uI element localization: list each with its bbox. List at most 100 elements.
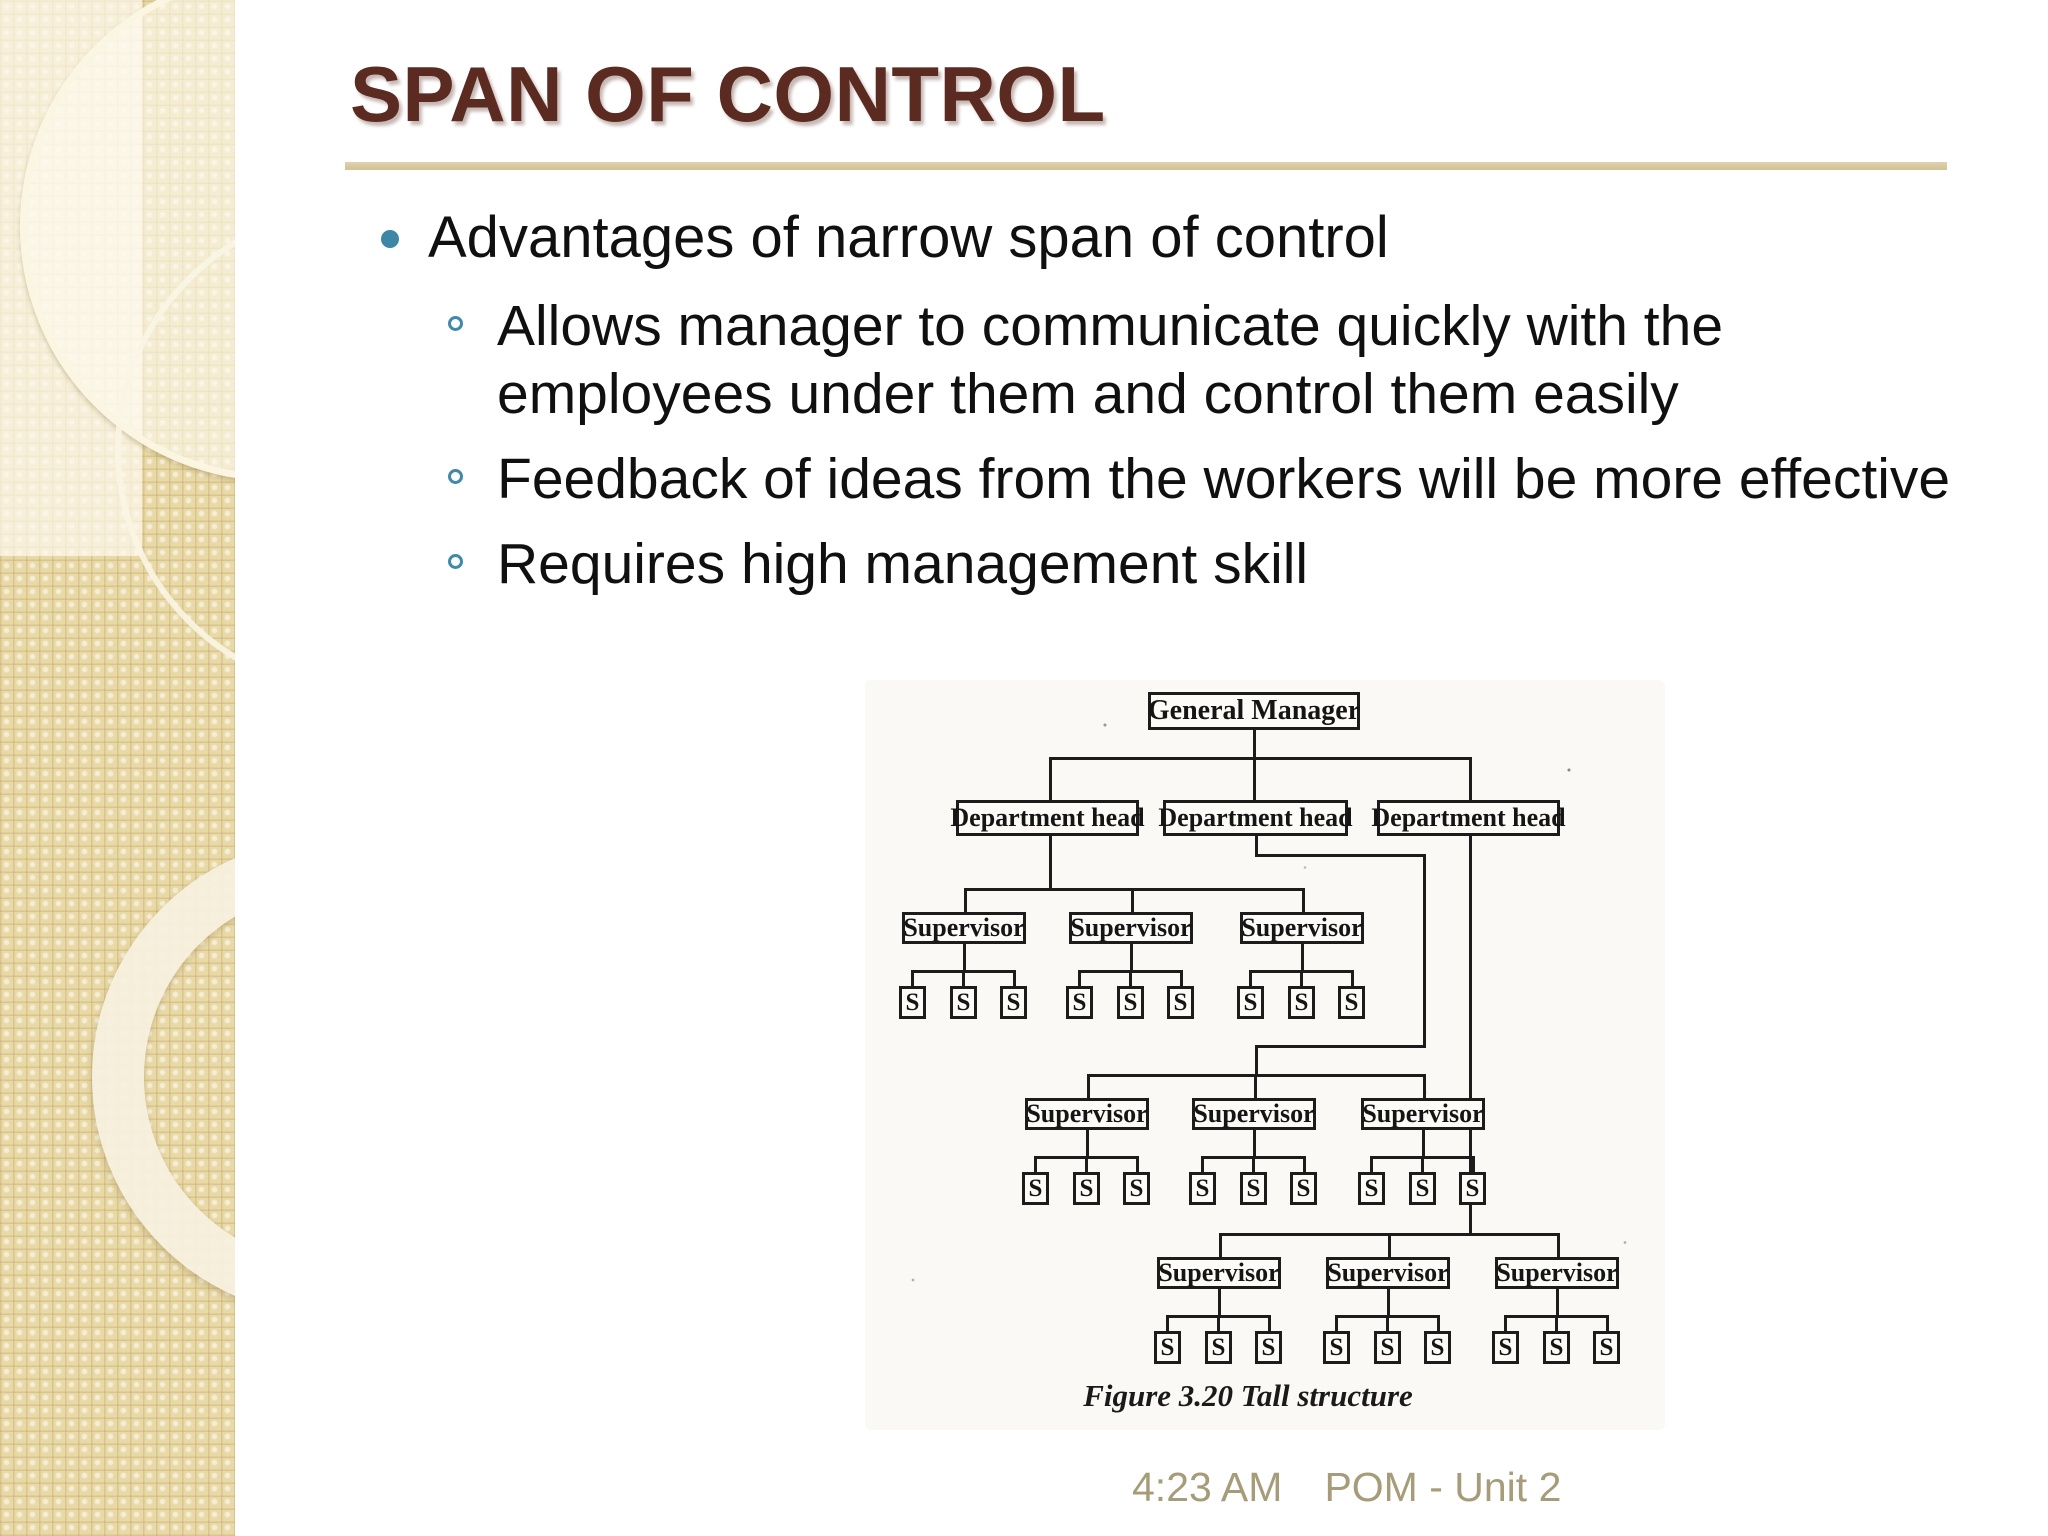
bullet-dot-icon: [381, 230, 399, 248]
org-chart-connector: [1078, 970, 1081, 986]
org-chart-connector: [1249, 970, 1252, 986]
org-chart-connector: [1049, 836, 1052, 888]
org-chart-connector: [1386, 1315, 1389, 1331]
org-chart-connector: [963, 944, 966, 970]
org-chart-connector: [1034, 1156, 1037, 1172]
org-chart-connector: [1556, 1289, 1559, 1315]
subordinate-box: S: [950, 986, 977, 1019]
org-chart-connector: [1370, 1156, 1373, 1172]
dept-head-box: Department head: [950, 800, 1145, 836]
org-chart-connector: [1255, 1045, 1258, 1074]
subordinate-box: S: [899, 986, 926, 1019]
supervisor-box: Supervisor: [902, 912, 1026, 944]
org-chart-connector: [1423, 1074, 1426, 1098]
footer-time: 4:23 AM: [1132, 1464, 1283, 1510]
bullet-list: Advantages of narrow span of control All…: [345, 206, 2045, 615]
org-chart-connector: [1557, 1233, 1560, 1257]
subordinate-box: S: [1288, 986, 1315, 1019]
org-chart-connector: [1255, 1045, 1426, 1048]
sidebar-decoration: [0, 0, 235, 1536]
subordinate-box: S: [1073, 1172, 1100, 1205]
org-chart-connector: [964, 888, 1305, 891]
org-chart-connector: [1130, 944, 1133, 970]
slide-title: SPAN OF CONTROL: [350, 50, 1106, 138]
org-chart-connector: [1472, 1156, 1475, 1172]
subordinate-box: S: [1459, 1172, 1486, 1205]
org-chart-connector: [1421, 1156, 1424, 1172]
org-chart-connector: [1388, 1233, 1391, 1257]
supervisor-box: Supervisor: [1495, 1257, 1619, 1289]
org-chart-connector: [1219, 1233, 1222, 1257]
slide-footer: 4:23 AM POM - Unit 2: [1132, 1464, 1561, 1511]
supervisor-box: Supervisor: [1240, 912, 1364, 944]
subordinate-box: S: [1358, 1172, 1385, 1205]
subordinate-box: S: [1374, 1331, 1401, 1364]
bullet-text: Advantages of narrow span of control: [428, 205, 1389, 270]
org-chart-connector: [1255, 836, 1258, 854]
supervisor-box: Supervisor: [1192, 1098, 1316, 1130]
sub-bullet-circle-icon: [448, 316, 463, 331]
sub-bullet-text: Feedback of ideas from the workers will …: [497, 447, 1951, 511]
subordinate-box: S: [1255, 1331, 1282, 1364]
subordinate-box: S: [1205, 1331, 1232, 1364]
bullet-item: Advantages of narrow span of control: [345, 206, 2045, 270]
subordinate-box: S: [1123, 1172, 1150, 1205]
subordinate-box: S: [1290, 1172, 1317, 1205]
org-chart-connector: [1302, 888, 1305, 912]
sub-bullet-circle-icon: [448, 554, 463, 569]
title-underline: [345, 162, 1947, 170]
org-chart-connector: [1085, 1156, 1088, 1172]
org-chart-connector: [1423, 854, 1426, 1045]
decor-ring-thick: [92, 838, 235, 1316]
org-chart-connector: [1469, 836, 1472, 1233]
supervisor-box: Supervisor: [1361, 1098, 1485, 1130]
subordinate-box: S: [1117, 986, 1144, 1019]
sub-bullet-text: Allows manager to communicate quickly wi…: [497, 294, 1724, 426]
org-chart-connector: [1469, 757, 1472, 800]
org-chart-connector: [1606, 1315, 1609, 1331]
org-chart-connector: [1049, 757, 1052, 800]
org-chart-connector: [1253, 730, 1256, 760]
dept-head-box: Department head: [1158, 800, 1353, 836]
subordinate-box: S: [1000, 986, 1027, 1019]
subordinate-box: S: [1492, 1331, 1519, 1364]
org-chart-connector: [911, 970, 914, 986]
org-chart-connector: [1180, 970, 1183, 986]
org-chart-connector: [1201, 1156, 1204, 1172]
gm-box: General Manager: [1148, 692, 1360, 730]
subordinate-box: S: [1338, 986, 1365, 1019]
org-chart-connector: [1254, 1074, 1257, 1098]
org-chart-connector: [1300, 970, 1303, 986]
org-chart-connector: [1268, 1315, 1271, 1331]
org-chart-figure: Figure 3.20 Tall structure General Manag…: [865, 680, 1665, 1430]
dept-head-box: Department head: [1371, 800, 1566, 836]
subordinate-box: S: [1240, 1172, 1267, 1205]
org-chart-connector: [1253, 757, 1256, 800]
org-chart-connector: [1129, 970, 1132, 986]
org-chart-connector: [1087, 1074, 1090, 1098]
figure-caption: Figure 3.20 Tall structure: [1083, 1378, 1413, 1413]
org-chart-connector: [1351, 970, 1354, 986]
org-chart-connector: [1252, 1156, 1255, 1172]
org-chart-connector: [1013, 970, 1016, 986]
org-chart-connector: [1335, 1315, 1338, 1331]
org-chart-connector: [1303, 1156, 1306, 1172]
sub-bullet-text: Requires high management skill: [497, 532, 1309, 596]
supervisor-box: Supervisor: [1326, 1257, 1450, 1289]
org-chart-connector: [1049, 757, 1472, 760]
org-chart-connector: [1217, 1315, 1220, 1331]
org-chart-connector: [962, 970, 965, 986]
supervisor-box: Supervisor: [1069, 912, 1193, 944]
sub-bullet-item: Requires high management skill: [345, 530, 2045, 598]
org-chart-connector: [1253, 1130, 1256, 1156]
org-chart-connector: [1422, 1130, 1425, 1156]
sub-bullet-item: Allows manager to communicate quickly wi…: [345, 292, 2045, 428]
footer-course: POM - Unit 2: [1324, 1464, 1562, 1510]
subordinate-box: S: [1237, 986, 1264, 1019]
org-chart-connector: [1301, 944, 1304, 970]
sub-bullet-item: Feedback of ideas from the workers will …: [345, 445, 2045, 513]
sub-bullet-circle-icon: [448, 469, 463, 484]
org-chart-connector: [1136, 1156, 1139, 1172]
org-chart-connector: [1086, 1130, 1089, 1156]
